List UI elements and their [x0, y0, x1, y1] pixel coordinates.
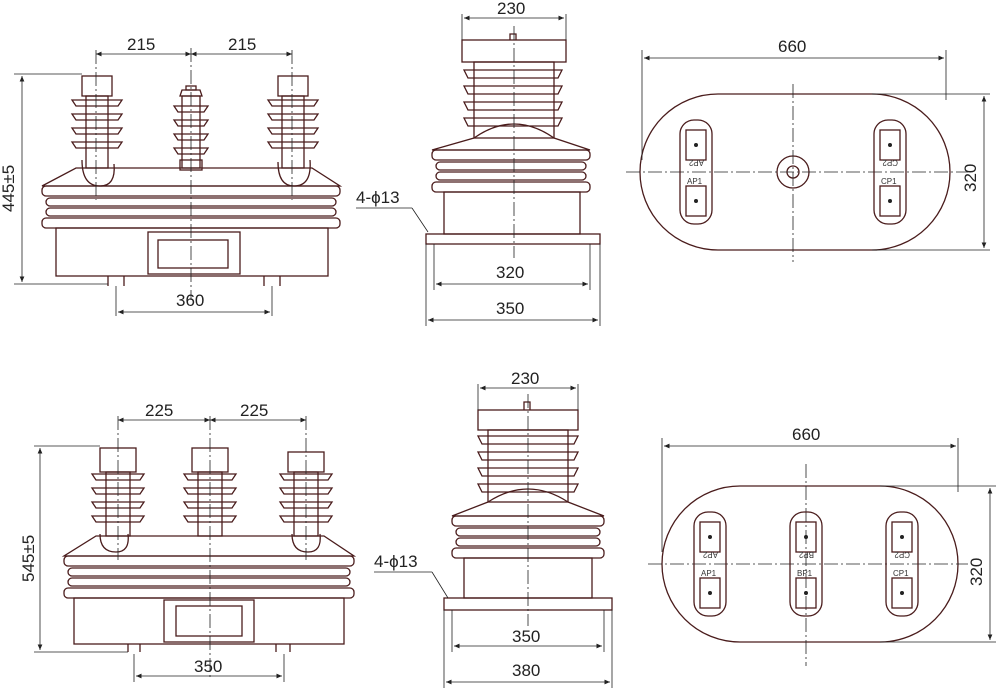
bottom-plan-terminal-center: BP2 BP1 — [789, 511, 823, 617]
bottom-plan-label-cp1: CP1 — [893, 569, 909, 578]
top-side-inner: 320 — [496, 263, 524, 282]
bottom-plan-label-bp1: BP1 — [797, 569, 813, 578]
top-side-outer: 350 — [496, 299, 524, 318]
top-front-base: 360 — [176, 291, 204, 310]
bottom-plan-terminal-right: CP2 CP1 — [885, 511, 919, 617]
top-front-spacing-right: 215 — [228, 35, 256, 54]
top-front-bushing-right — [266, 75, 320, 187]
top-plan-terminal-left: AP2 AP1 — [679, 119, 713, 225]
top-plan-label-ap1: AP1 — [687, 177, 703, 186]
bottom-side-outer: 380 — [512, 661, 540, 680]
bottom-front-base: 350 — [194, 657, 222, 676]
bottom-side-view: 230 4-ϕ13 350 380 — [374, 369, 613, 688]
bottom-plan-length: 660 — [792, 425, 820, 444]
top-side-view: 230 4-ϕ13 320 350 — [356, 0, 601, 326]
bottom-plan-width: 320 — [967, 558, 986, 586]
bottom-front-view: 225 225 545±5 350 — [19, 401, 357, 682]
bottom-plan-label-ap1: AP1 — [701, 569, 717, 578]
top-plan-view: AP2 AP1 CP2 CP1 660 320 — [626, 37, 990, 262]
top-front-bushing-left — [70, 75, 124, 187]
bottom-plan-label-ap2: AP2 — [702, 550, 718, 559]
top-plan-length: 660 — [778, 37, 806, 56]
top-front-nameplate — [147, 231, 241, 275]
top-plan-label-cp1: CP1 — [881, 177, 897, 186]
bottom-front-height: 545±5 — [19, 535, 38, 582]
top-side-top-width: 230 — [497, 0, 525, 18]
bottom-side-hole-label: 4-ϕ13 — [374, 552, 418, 571]
top-front-height: 445±5 — [0, 165, 18, 212]
top-plan-label-ap2: AP2 — [688, 158, 704, 167]
top-plan-label-cp2: CP2 — [882, 158, 898, 167]
top-plan-terminal-right: CP2 CP1 — [873, 119, 907, 225]
top-plan-width: 320 — [961, 164, 980, 192]
bottom-front-spacing-left: 225 — [145, 401, 173, 420]
top-front-view: 215 215 445±5 360 — [0, 35, 343, 316]
bottom-plan-view: AP2 AP1 BP2 BP1 CP2 CP1 660 320 — [648, 425, 996, 666]
bottom-front-spacing-right: 225 — [240, 401, 268, 420]
bottom-side-inner: 350 — [512, 627, 540, 646]
top-side-body — [425, 33, 601, 245]
bottom-front-tank — [61, 535, 357, 652]
bottom-plan-label-bp2: BP2 — [798, 550, 814, 559]
bottom-plan-terminal-left: AP2 AP1 — [693, 511, 727, 617]
top-side-hole-label: 4-ϕ13 — [356, 188, 400, 207]
bottom-side-top-width: 230 — [511, 369, 539, 388]
top-front-spacing-left: 215 — [127, 35, 155, 54]
bottom-plan-label-cp2: CP2 — [894, 550, 910, 559]
bottom-front-nameplate — [163, 599, 255, 643]
